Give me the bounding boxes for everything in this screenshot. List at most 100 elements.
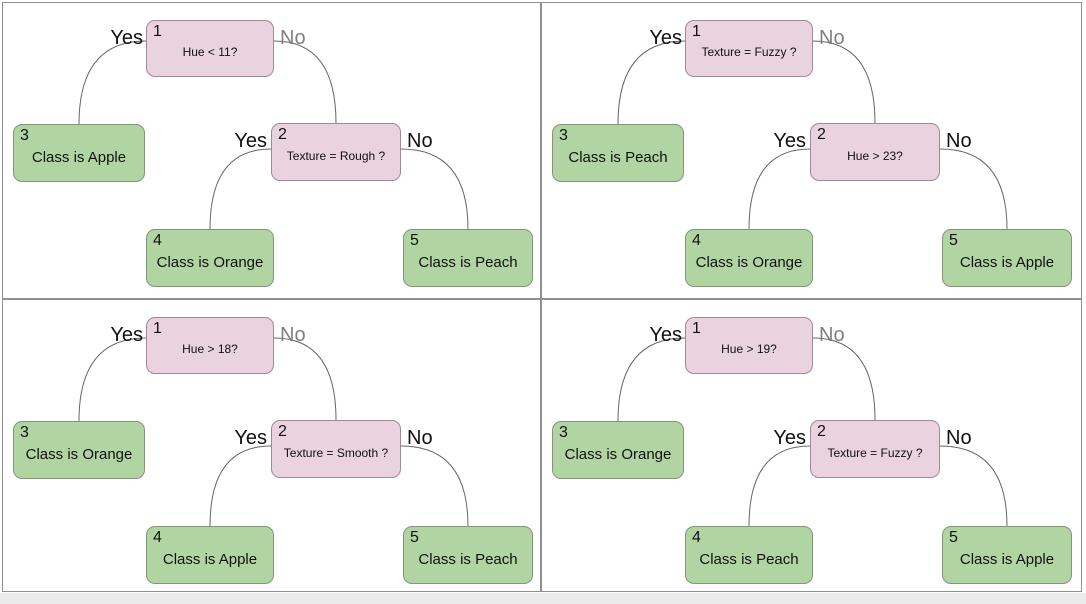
branch-label-yes: Yes: [110, 324, 143, 346]
node-number: 5: [949, 529, 958, 546]
node-number: 5: [410, 232, 419, 249]
branch-label-yes: Yes: [773, 427, 806, 449]
leaf-node-3: 3 Class is Peach: [552, 124, 684, 182]
tree-edges: [78, 40, 469, 230]
node-label: Class is Apple: [31, 149, 127, 166]
leaf-node-3: 3 Class is Orange: [552, 421, 684, 479]
branch-label-no: No: [280, 27, 306, 49]
tree-edges: [617, 337, 1008, 527]
bottom-scroll-strip: [0, 593, 1086, 604]
branch-label-yes: Yes: [234, 427, 267, 449]
branch-label-no: No: [946, 130, 972, 152]
node-label: Class is Peach: [699, 551, 799, 568]
node-number: 3: [20, 424, 29, 441]
edge-yes-2-4: [209, 148, 272, 230]
decision-node-2: 2 Texture = Rough ?: [271, 123, 401, 181]
node-label: Texture = Smooth ?: [283, 445, 389, 460]
node-label: Class is Peach: [418, 254, 518, 271]
branch-label-no: No: [280, 324, 306, 346]
edge-no-1-2: [812, 337, 876, 421]
edge-yes-1-3: [617, 40, 686, 125]
node-number: 1: [692, 320, 701, 337]
node-number: 5: [410, 529, 419, 546]
node-label: Hue > 18?: [182, 342, 238, 356]
node-label: Class is Apple: [162, 551, 258, 568]
leaf-node-5: 5 Class is Apple: [942, 526, 1072, 584]
edge-no-2-5: [400, 148, 469, 230]
node-label: Class is Orange: [695, 254, 803, 271]
node-number: 3: [559, 424, 568, 441]
branch-label-yes: Yes: [110, 27, 143, 49]
leaf-node-4: 4 Class is Peach: [685, 526, 813, 584]
node-label: Class is Orange: [25, 446, 133, 463]
branch-label-no: No: [407, 130, 433, 152]
tree-edges: [78, 337, 469, 527]
node-number: 1: [692, 23, 701, 40]
node-number: 2: [278, 423, 287, 440]
edge-no-1-2: [273, 337, 337, 421]
edge-no-1-2: [273, 40, 337, 124]
node-number: 4: [153, 232, 162, 249]
node-number: 3: [20, 127, 29, 144]
node-number: 4: [692, 232, 701, 249]
decision-tree-panel-bottom-left: Yes No Yes No 1 Hue > 18? 2 Texture = Sm…: [2, 299, 541, 592]
leaf-node-4: 4 Class is Apple: [146, 526, 274, 584]
edge-yes-1-3: [617, 337, 686, 422]
leaf-node-5: 5 Class is Peach: [403, 229, 533, 287]
decision-tree-panel-bottom-right: Yes No Yes No 1 Hue > 19? 2 Texture = Fu…: [541, 299, 1082, 592]
node-label: Class is Apple: [959, 551, 1055, 568]
node-number: 2: [817, 126, 826, 143]
branch-label-yes: Yes: [234, 130, 267, 152]
node-label: Class is Peach: [418, 551, 518, 568]
decision-tree-panel-top-left: Yes No Yes No 1 Hue < 11? 2 Texture = Ro…: [2, 2, 541, 299]
edge-yes-2-4: [209, 445, 272, 527]
tree-edges: [617, 40, 1008, 230]
node-number: 2: [278, 126, 287, 143]
leaf-node-5: 5 Class is Apple: [942, 229, 1072, 287]
node-label: Texture = Rough ?: [286, 148, 386, 163]
decision-node-2: 2 Hue > 23?: [810, 123, 940, 181]
edge-no-2-5: [939, 148, 1008, 230]
branch-label-yes: Yes: [773, 130, 806, 152]
decision-tree-panel-top-right: Yes No Yes No 1 Texture = Fuzzy ? 2 Hue …: [541, 2, 1082, 299]
leaf-node-4: 4 Class is Orange: [685, 229, 813, 287]
edge-yes-2-4: [748, 445, 811, 527]
node-number: 4: [153, 529, 162, 546]
node-number: 1: [153, 23, 162, 40]
edge-no-2-5: [400, 445, 469, 527]
decision-node-2: 2 Texture = Fuzzy ?: [810, 420, 940, 478]
edge-no-1-2: [812, 40, 876, 124]
node-label: Hue > 23?: [847, 148, 903, 163]
edge-yes-1-3: [78, 40, 147, 125]
branch-label-no: No: [946, 427, 972, 449]
edge-no-2-5: [939, 445, 1008, 527]
decision-node-1: 1 Hue < 11?: [146, 20, 274, 77]
leaf-node-5: 5 Class is Peach: [403, 526, 533, 584]
node-number: 3: [559, 127, 568, 144]
edge-yes-2-4: [748, 148, 811, 230]
edge-yes-1-3: [78, 337, 147, 422]
node-label: Texture = Fuzzy ?: [827, 445, 923, 460]
leaf-node-3: 3 Class is Orange: [13, 421, 145, 479]
branch-label-yes: Yes: [649, 27, 682, 49]
node-label: Class is Apple: [959, 254, 1055, 271]
decision-node-1: 1 Hue > 18?: [146, 317, 274, 374]
branch-label-no: No: [819, 27, 845, 49]
branch-label-no: No: [819, 324, 845, 346]
node-number: 2: [817, 423, 826, 440]
node-number: 4: [692, 529, 701, 546]
branch-label-yes: Yes: [649, 324, 682, 346]
decision-node-1: 1 Hue > 19?: [685, 317, 813, 374]
branch-label-no: No: [407, 427, 433, 449]
node-label: Class is Orange: [156, 254, 264, 271]
node-label: Hue < 11?: [182, 45, 238, 59]
node-label: Texture = Fuzzy ?: [701, 45, 797, 59]
decision-node-1: 1 Texture = Fuzzy ?: [685, 20, 813, 77]
node-label: Hue > 19?: [721, 342, 777, 356]
node-label: Class is Peach: [568, 149, 668, 166]
node-number: 1: [153, 320, 162, 337]
node-label: Class is Orange: [564, 446, 672, 463]
node-number: 5: [949, 232, 958, 249]
leaf-node-4: 4 Class is Orange: [146, 229, 274, 287]
